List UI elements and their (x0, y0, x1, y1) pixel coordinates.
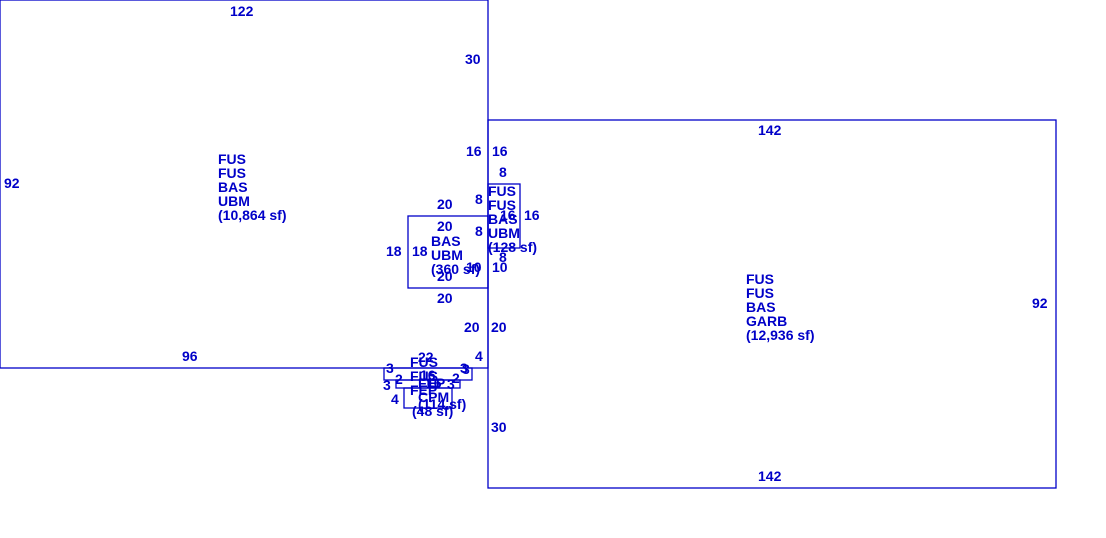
dimension-label: 8 (475, 223, 483, 239)
dimension-label: 16 (524, 207, 540, 223)
dimension-label: 20 (464, 319, 480, 335)
dimension-label: 10 (466, 259, 482, 275)
dimension-label: 16 (426, 375, 442, 391)
dimension-label: 122 (230, 3, 254, 19)
center-bas-outline (407, 215, 489, 289)
dimension-label: 16 (500, 207, 516, 223)
area-label-main-left: FUS FUS BAS UBM (10,864 sf) (218, 151, 286, 223)
dimension-label: 92 (1032, 295, 1048, 311)
dimension-label: 3 (447, 376, 455, 392)
dimension-label: 8 (475, 191, 483, 207)
dimension-label: 142 (758, 468, 782, 484)
small-upper-outline (487, 183, 521, 249)
dimension-label: 18 (386, 243, 402, 259)
dimension-labels: 122 30 92 16 96 16 142 8 8 8 16 16 20 20… (4, 3, 1048, 484)
dimension-label: 2 (395, 371, 403, 387)
dimension-label: 3 (462, 361, 470, 377)
dimension-label: 8 (499, 249, 507, 265)
dimension-label: 20 (491, 319, 507, 335)
area-labels: FUS FUS BAS UBM (10,864 sf) FUS FUS BAS … (218, 151, 814, 419)
dimension-label: 20 (437, 290, 453, 306)
dimension-label: 2 (452, 370, 460, 386)
dimension-label: 16 (492, 143, 508, 159)
dimension-label: 10 (492, 259, 508, 275)
dimension-label: 3 (460, 360, 468, 376)
area-label-main-right: FUS FUS BAS GARB (12,936 sf) (746, 271, 814, 343)
dimension-label: 30 (491, 419, 507, 435)
dimension-label: 4 (475, 348, 483, 364)
dimension-label: 20 (437, 268, 453, 284)
dimension-label: 142 (758, 122, 782, 138)
dimension-label: 20 (437, 196, 453, 212)
dimension-label: 96 (182, 348, 198, 364)
dimension-label: 4 (391, 391, 399, 407)
dimension-label: 16 (466, 143, 482, 159)
area-label-small-lower-a: FUS FUS FEP (114 sf) (410, 354, 466, 412)
dimension-label: 20 (437, 218, 453, 234)
area-label-small-lower-b: FEP CPM (48 sf) (412, 375, 453, 419)
dimension-label: 30 (465, 51, 481, 67)
small-lower-c-outline (403, 387, 453, 409)
area-label-small-upper: FUS FUS BAS UBM (128 sf) (488, 183, 537, 255)
main-right-outline (487, 119, 1057, 489)
dimension-label: 22 (418, 349, 434, 365)
building-outlines (0, 0, 1057, 489)
dimension-label: 16 (420, 367, 436, 383)
area-label-center-bas: BAS UBM (360 sf) (431, 233, 480, 277)
dimension-label: 18 (412, 243, 428, 259)
dimension-label: 3 (386, 360, 394, 376)
dimension-label: 3 (383, 377, 391, 393)
dimension-label: 92 (4, 175, 20, 191)
dimension-label: 8 (499, 164, 507, 180)
